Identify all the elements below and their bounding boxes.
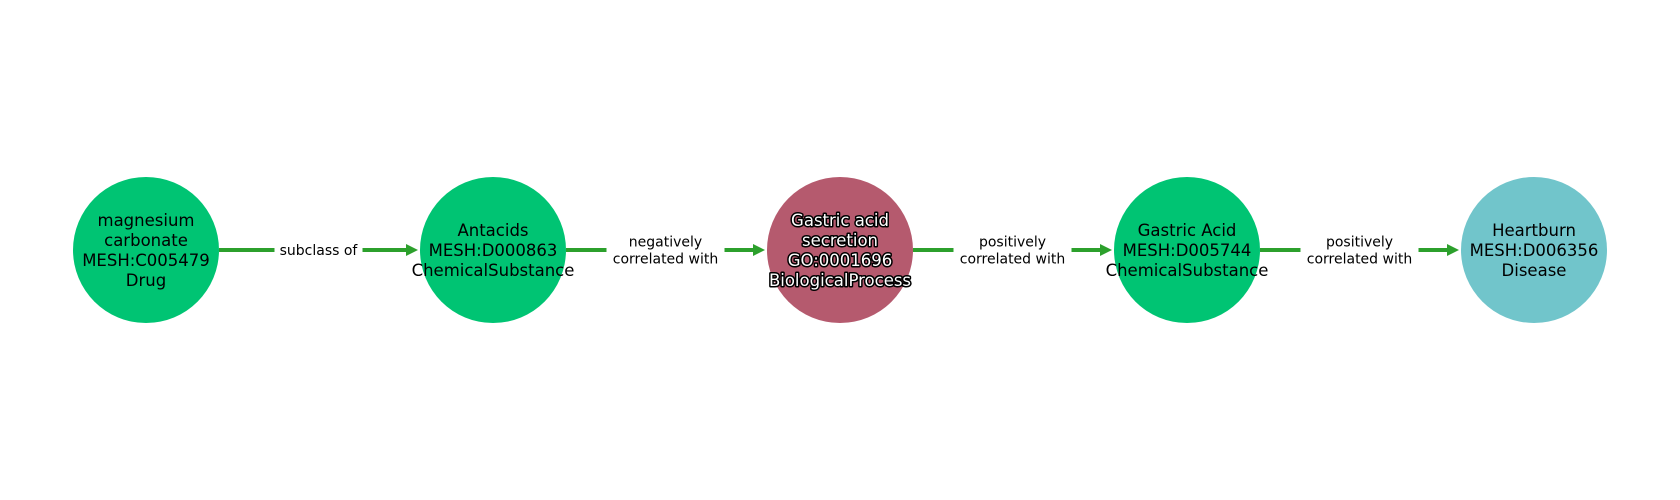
node-circle[interactable] xyxy=(73,177,219,323)
arrowhead-icon xyxy=(1100,244,1112,256)
node-label: magnesium xyxy=(98,211,195,230)
edge-label: positively xyxy=(979,235,1046,251)
node-label: Disease xyxy=(1502,261,1567,280)
node-label: MESH:D000863 xyxy=(429,241,558,260)
edge-label: correlated with xyxy=(1307,252,1412,268)
arrowhead-icon xyxy=(406,244,418,256)
node-label: MESH:D005744 xyxy=(1123,241,1252,260)
edge-label: correlated with xyxy=(960,252,1065,268)
node-n4[interactable]: Gastric AcidMESH:D005744ChemicalSubstanc… xyxy=(1106,177,1269,323)
edge-0: subclass of xyxy=(219,243,418,259)
arrowhead-icon xyxy=(1447,244,1459,256)
node-label: MESH:C005479 xyxy=(82,251,210,270)
node-label: MESH:D006356 xyxy=(1470,241,1599,260)
node-circle[interactable] xyxy=(1114,177,1260,323)
node-label: ChemicalSubstance xyxy=(412,261,575,280)
node-label: Gastric acid xyxy=(791,211,889,230)
node-label: Drug xyxy=(126,271,166,290)
edge-label: correlated with xyxy=(613,252,718,268)
node-label: Gastric Acid xyxy=(1138,221,1237,240)
node-label: BiologicalProcess xyxy=(769,271,911,290)
node-circle[interactable] xyxy=(420,177,566,323)
node-label: Heartburn xyxy=(1492,221,1576,240)
node-label: secretion xyxy=(802,231,878,250)
edge-label: subclass of xyxy=(280,243,359,259)
node-label: carbonate xyxy=(104,231,188,250)
node-n3[interactable]: Gastric acidsecretionGO:0001696Biologica… xyxy=(767,177,913,323)
arrowhead-icon xyxy=(753,244,765,256)
edge-label: negatively xyxy=(629,235,702,251)
node-label: ChemicalSubstance xyxy=(1106,261,1269,280)
edge-label: positively xyxy=(1326,235,1393,251)
node-circle[interactable] xyxy=(767,177,913,323)
node-circle[interactable] xyxy=(1461,177,1607,323)
node-label: GO:0001696 xyxy=(788,251,893,270)
node-label: Antacids xyxy=(457,221,528,240)
